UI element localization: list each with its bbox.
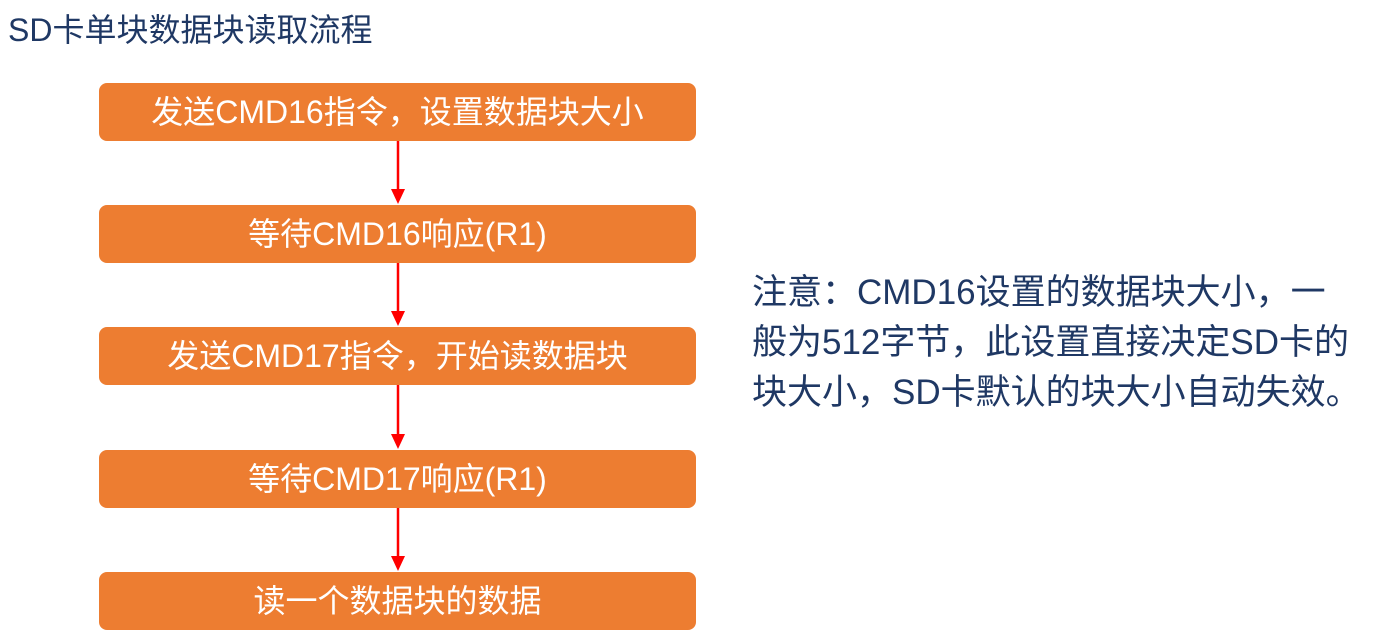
flow-step-label: 读一个数据块的数据 [253,583,542,619]
flow-step-wait-cmd17-response: 等待CMD17响应(R1) [99,450,696,508]
note-line: 注意：CMD16设置的数据块大小，一 [752,273,1326,312]
flow-step-label: 等待CMD16响应(R1) [248,216,547,252]
note-line: 块大小，SD卡默认的块大小自动失效。 [752,373,1361,412]
arrow-step3-to-step4 [391,385,405,449]
arrow-step2-to-step3 [391,263,405,326]
flow-step-send-cmd16: 发送CMD16指令，设置数据块大小 [99,83,696,141]
flow-step-label: 等待CMD17响应(R1) [248,461,547,497]
arrow-step4-to-step5 [391,508,405,571]
flow-step-read-block-data: 读一个数据块的数据 [99,572,696,630]
note-line: 般为512字节，此设置直接决定SD卡的 [752,323,1350,362]
arrow-step1-to-step2 [391,141,405,204]
page-title: SD卡单块数据块读取流程 [8,12,373,48]
flow-step-label: 发送CMD17指令，开始读数据块 [167,338,628,374]
flow-step-label: 发送CMD16指令，设置数据块大小 [151,94,644,130]
note-text: 注意：CMD16设置的数据块大小，一 般为512字节，此设置直接决定SD卡的 块… [752,268,1361,418]
flow-step-wait-cmd16-response: 等待CMD16响应(R1) [99,205,696,263]
flow-step-send-cmd17: 发送CMD17指令，开始读数据块 [99,327,696,385]
